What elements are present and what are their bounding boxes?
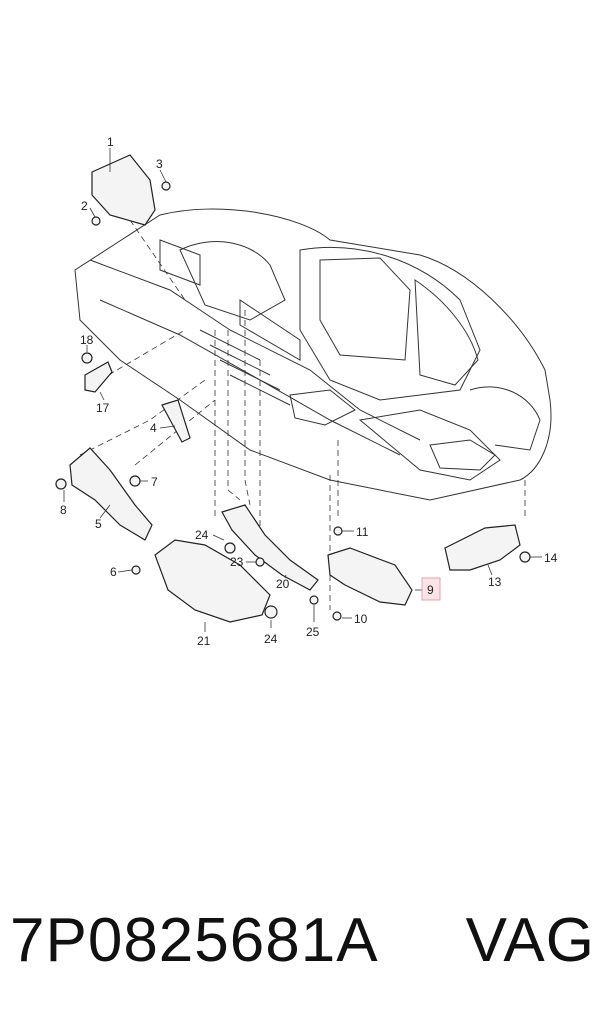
part-number: 7P0825681A (10, 905, 379, 975)
callout-4: 4 (150, 421, 157, 435)
part-8-nut (55, 478, 67, 490)
vehicle-underbody-drawing (74, 208, 552, 501)
part-6-screw (131, 565, 141, 575)
callout-8: 8 (60, 503, 67, 517)
callout-6: 6 (110, 565, 117, 579)
footer: 7P0825681A VAG (10, 895, 595, 985)
part-17-bracket (84, 361, 113, 393)
part-7-clip (129, 475, 141, 487)
part-14-nut (519, 551, 531, 563)
part-3-bolt (161, 181, 171, 191)
callout-23: 23 (230, 555, 244, 569)
part-10-nut (332, 611, 342, 621)
part-23-clip (255, 557, 265, 567)
exploded-parts-diagram: 1 2 3 4 5 6 7 8 9 10 11 13 14 17 18 20 2… (55, 135, 558, 648)
callout-9: 9 (427, 583, 434, 597)
callout-1: 1 (107, 135, 114, 149)
part-11-bolt (333, 526, 343, 536)
callout-10: 10 (354, 612, 368, 626)
callout-2: 2 (81, 199, 88, 213)
highlight-box-9 (421, 577, 441, 601)
part-2-nut (91, 216, 101, 226)
callout-25: 25 (306, 625, 320, 639)
callout-labels: 1 2 3 4 5 6 7 8 9 10 11 13 14 17 18 20 2… (60, 135, 558, 648)
assembly-lines (79, 219, 526, 610)
callout-18: 18 (80, 333, 94, 347)
part-20-rail (221, 504, 319, 591)
brand-name: VAG (465, 905, 595, 975)
part-1-cover (91, 154, 156, 226)
callout-24-top: 24 (195, 528, 209, 542)
part-18-clip (81, 352, 93, 364)
part-13-shield (444, 524, 521, 571)
part-24-nut-bottom (264, 605, 278, 619)
callout-14: 14 (544, 551, 558, 565)
callout-11: 11 (356, 525, 369, 539)
part-25-bolt (309, 595, 319, 605)
part-21-shield (154, 539, 271, 623)
part-5-shield (69, 447, 153, 541)
callout-17: 17 (96, 401, 110, 415)
callout-leaders (63, 148, 542, 632)
callout-21: 21 (197, 634, 211, 648)
callout-13: 13 (488, 575, 502, 589)
parts (55, 154, 531, 623)
callout-3: 3 (156, 157, 163, 171)
callout-5: 5 (95, 517, 102, 531)
callout-24-bottom: 24 (264, 632, 278, 646)
part-24-nut-top (224, 542, 236, 554)
callout-20: 20 (276, 577, 290, 591)
part-9-shield (327, 547, 413, 606)
part-4-bracket (161, 399, 191, 443)
callout-7: 7 (151, 475, 158, 489)
